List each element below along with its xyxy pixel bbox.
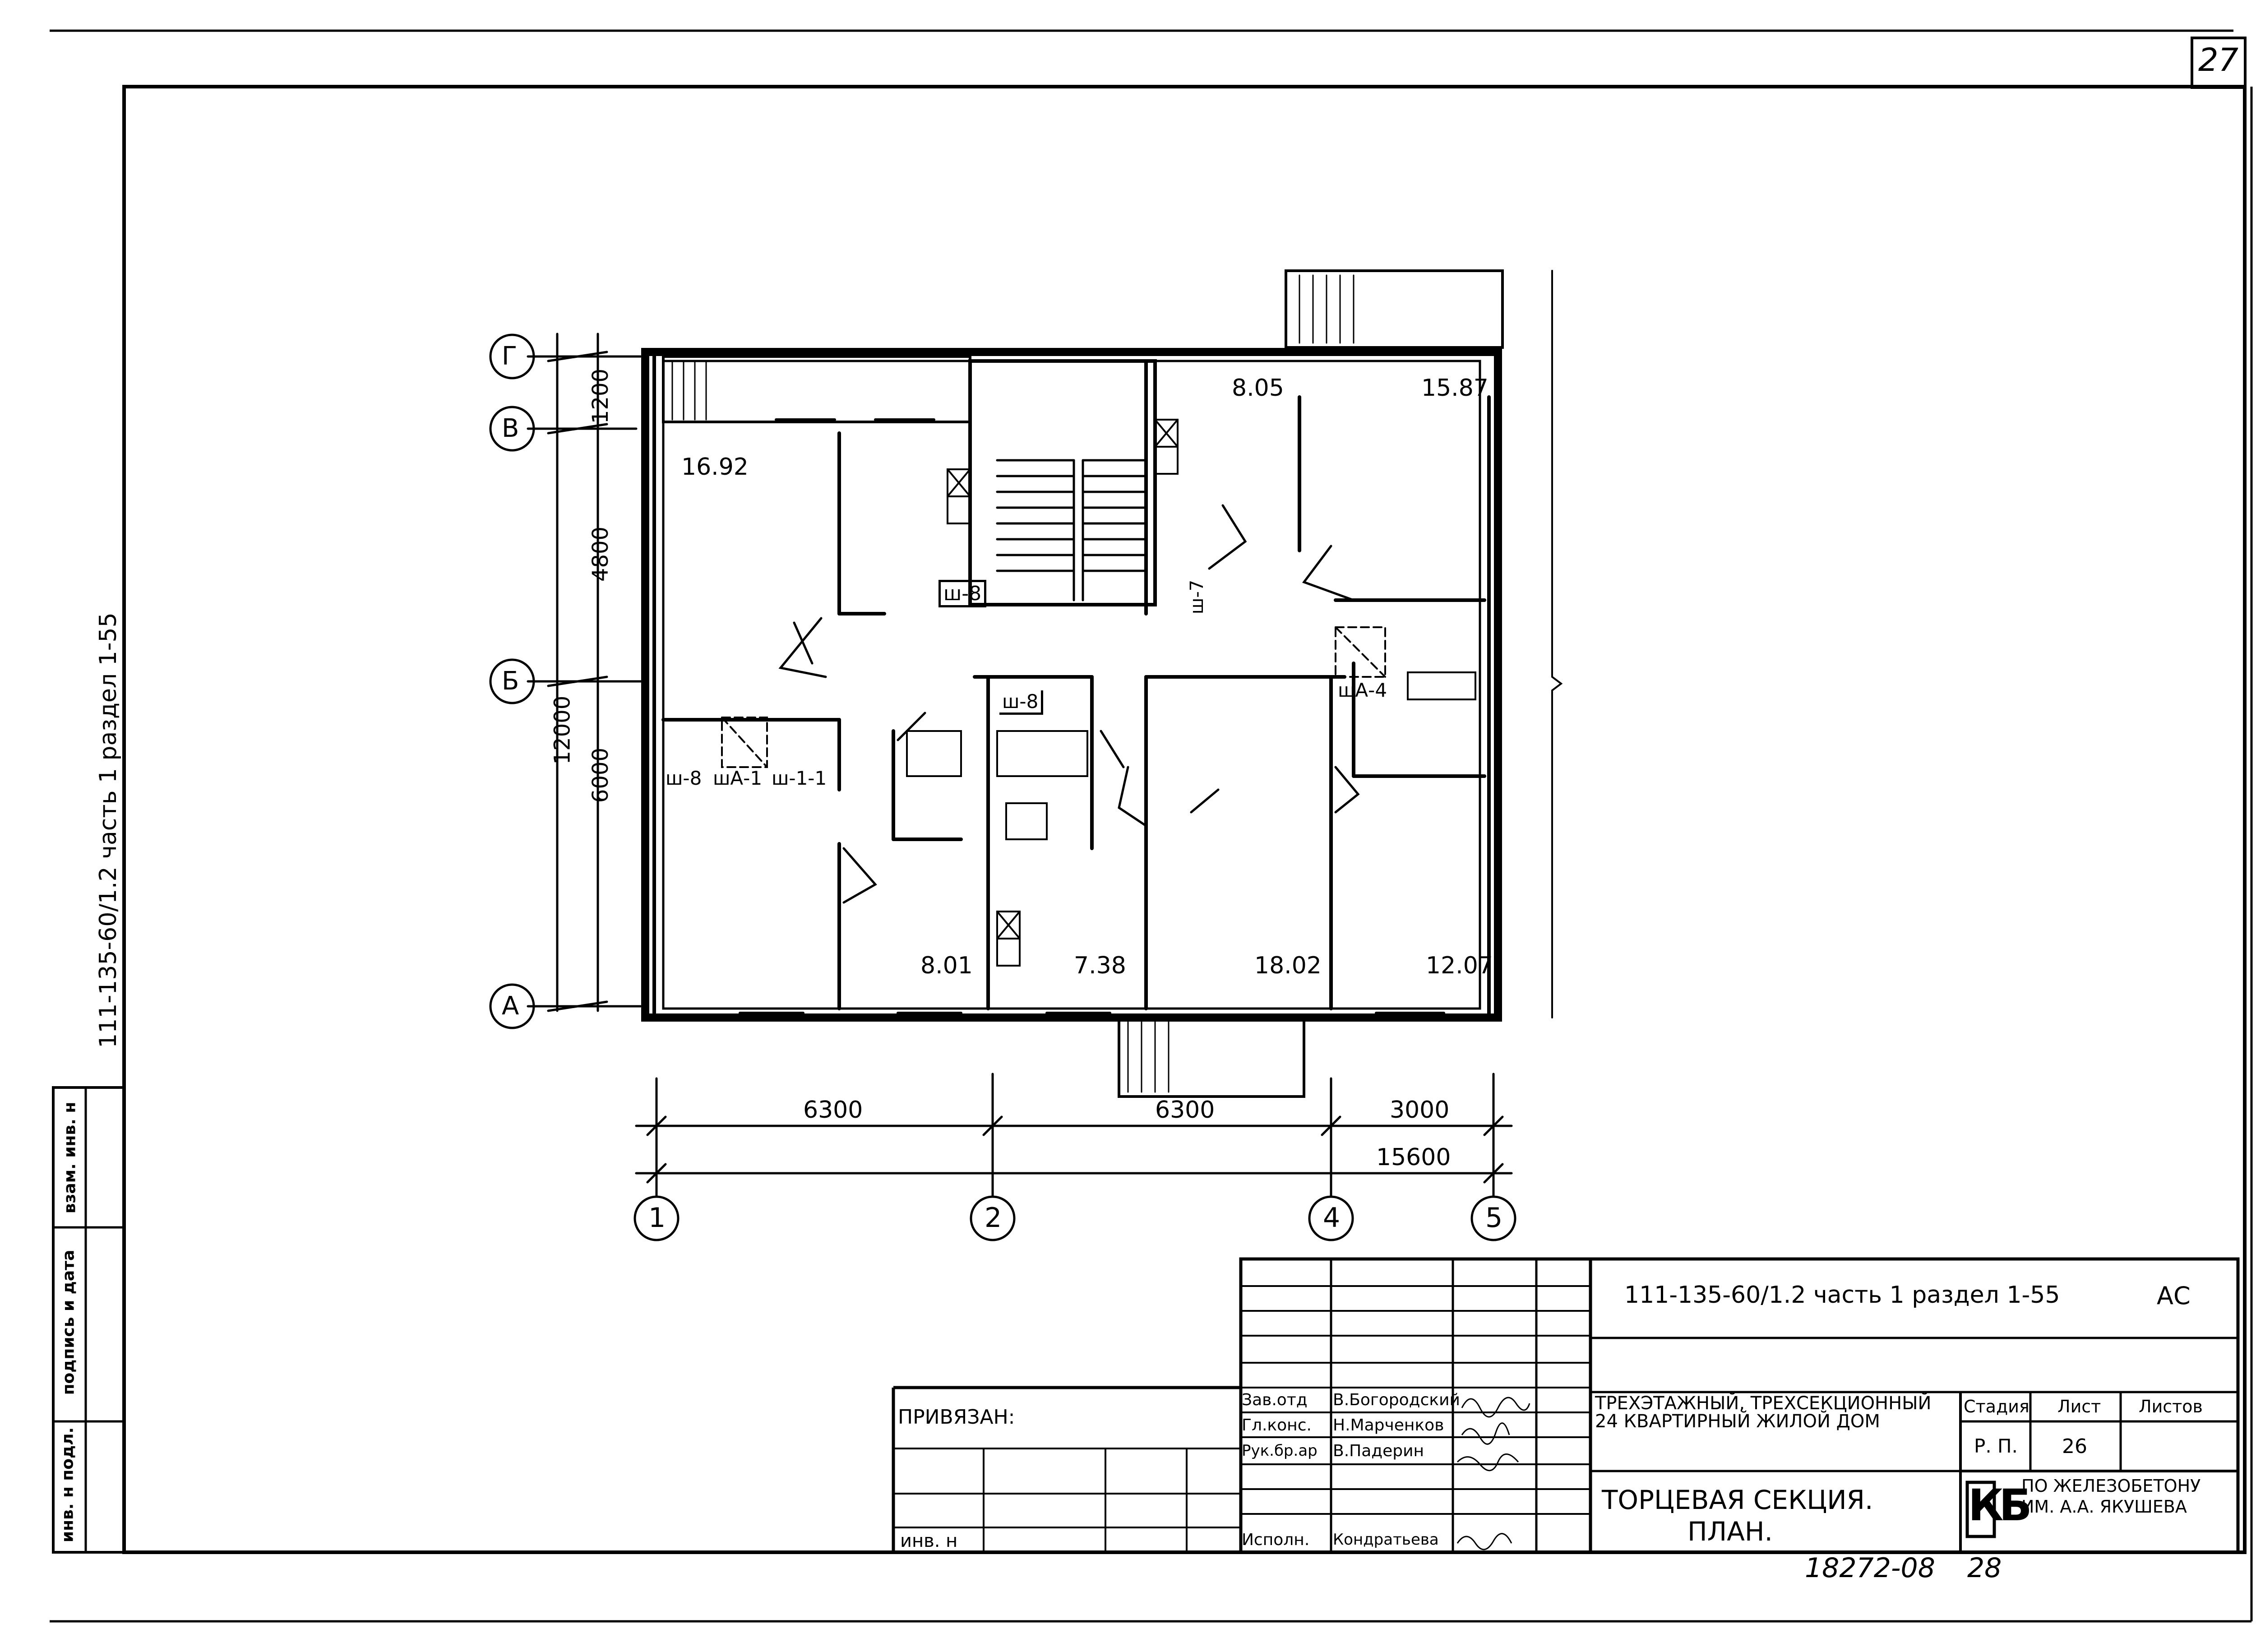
project-title: Трехэтажный, трехсекционный 24 квартирны… [1595, 1393, 1932, 1432]
axis-number: 5 [1485, 1202, 1503, 1234]
header-sheets: Листов [2139, 1397, 2203, 1416]
room-area: 7.38 [1074, 952, 1126, 979]
dim-horizontal: 6300 [803, 1097, 863, 1124]
sheet-frame [122, 85, 2247, 1554]
signer-role: Исполн. [1242, 1531, 1310, 1549]
side-stamp-replace-inv: взам. инв. н [60, 1101, 79, 1214]
signer-role: Гл.конс. [1242, 1416, 1312, 1435]
dim-vertical: 12000 [550, 695, 575, 765]
stage-value: Р. П. [1974, 1435, 2018, 1457]
dim-vertical: 6000 [588, 747, 614, 803]
shaft-tag: шА-4 [1338, 679, 1387, 701]
shaft-tag: шА-1 [713, 767, 763, 789]
header-stage: Стадия [1964, 1397, 2029, 1416]
archive-number: 18272-08 [1805, 1552, 1935, 1584]
archive-sheet: 28 [1967, 1552, 2002, 1584]
document-code: 111-135-60/1.2 часть 1 раздел 1-55 [1624, 1282, 2060, 1309]
side-stamp-inv: инв. н подл. [58, 1427, 77, 1543]
org-logo: КБ [1968, 1480, 2032, 1531]
discipline-code: АС [2157, 1282, 2191, 1310]
axis-letter: А [502, 991, 519, 1021]
header-sheet: Лист [2057, 1397, 2101, 1416]
shaft-tag: ш-7 [1187, 579, 1208, 615]
axis-letter: В [502, 414, 519, 443]
sheet-number: 26 [2062, 1435, 2087, 1458]
side-stamp-grid [52, 1086, 125, 1554]
bound-label: ПРИВЯЗАН: [898, 1406, 1015, 1429]
axis-number: 2 [985, 1202, 1002, 1234]
signer-name: Кондратьева [1333, 1531, 1439, 1549]
side-stamp-sign-date: подпись и дата [59, 1249, 78, 1395]
signer-name: В.Падерин [1333, 1442, 1424, 1460]
floor-plan [489, 269, 1563, 1241]
dim-horizontal: 6300 [1155, 1097, 1215, 1124]
signer-name: В.Богородский [1333, 1391, 1460, 1409]
title-block-grid [892, 1257, 2240, 1554]
dim-horizontal: 3000 [1390, 1097, 1450, 1124]
axis-letter: Б [502, 666, 519, 696]
side-code-label: 111-135-60/1.2 часть 1 раздел 1-55 [95, 612, 122, 1048]
axis-bubbles [489, 333, 1516, 1241]
sheet-title-line2: План. [1687, 1516, 1773, 1547]
kb-logo-box [1965, 1481, 1996, 1538]
room-area: 12.07 [1426, 952, 1493, 979]
sheet-title-line1: Торцевая секция. [1602, 1485, 1873, 1515]
signer-name: Н.Марченков [1333, 1416, 1444, 1435]
axis-number: 1 [648, 1202, 666, 1234]
signer-role: Рук.бр.ар [1242, 1442, 1318, 1460]
signer-role: Зав.отд [1242, 1391, 1308, 1409]
shaft-tag: ш-8 [938, 580, 987, 607]
room-area: 18.02 [1254, 952, 1322, 979]
inv-label: инв. н [900, 1531, 958, 1551]
axis-letter: Г [502, 342, 518, 371]
room-area: 8.05 [1232, 375, 1284, 402]
room-area: 16.92 [681, 453, 749, 481]
room-area: 15.87 [1421, 375, 1489, 402]
shaft-tag: ш-8 [999, 690, 1044, 715]
page-number-box [2191, 37, 2247, 89]
dim-vertical: 1200 [588, 368, 614, 424]
axis-number: 4 [1323, 1202, 1341, 1234]
shaft-tag: ш-1-1 [772, 767, 827, 789]
dim-vertical: 4800 [588, 526, 614, 582]
dim-horizontal: 15600 [1376, 1144, 1451, 1171]
page-number: 27 [2198, 42, 2239, 79]
room-area: 8.01 [920, 952, 973, 979]
shaft-tag: ш-8 [666, 767, 702, 789]
org-name: по железобетону им. А.А. Якушева [2021, 1476, 2201, 1517]
